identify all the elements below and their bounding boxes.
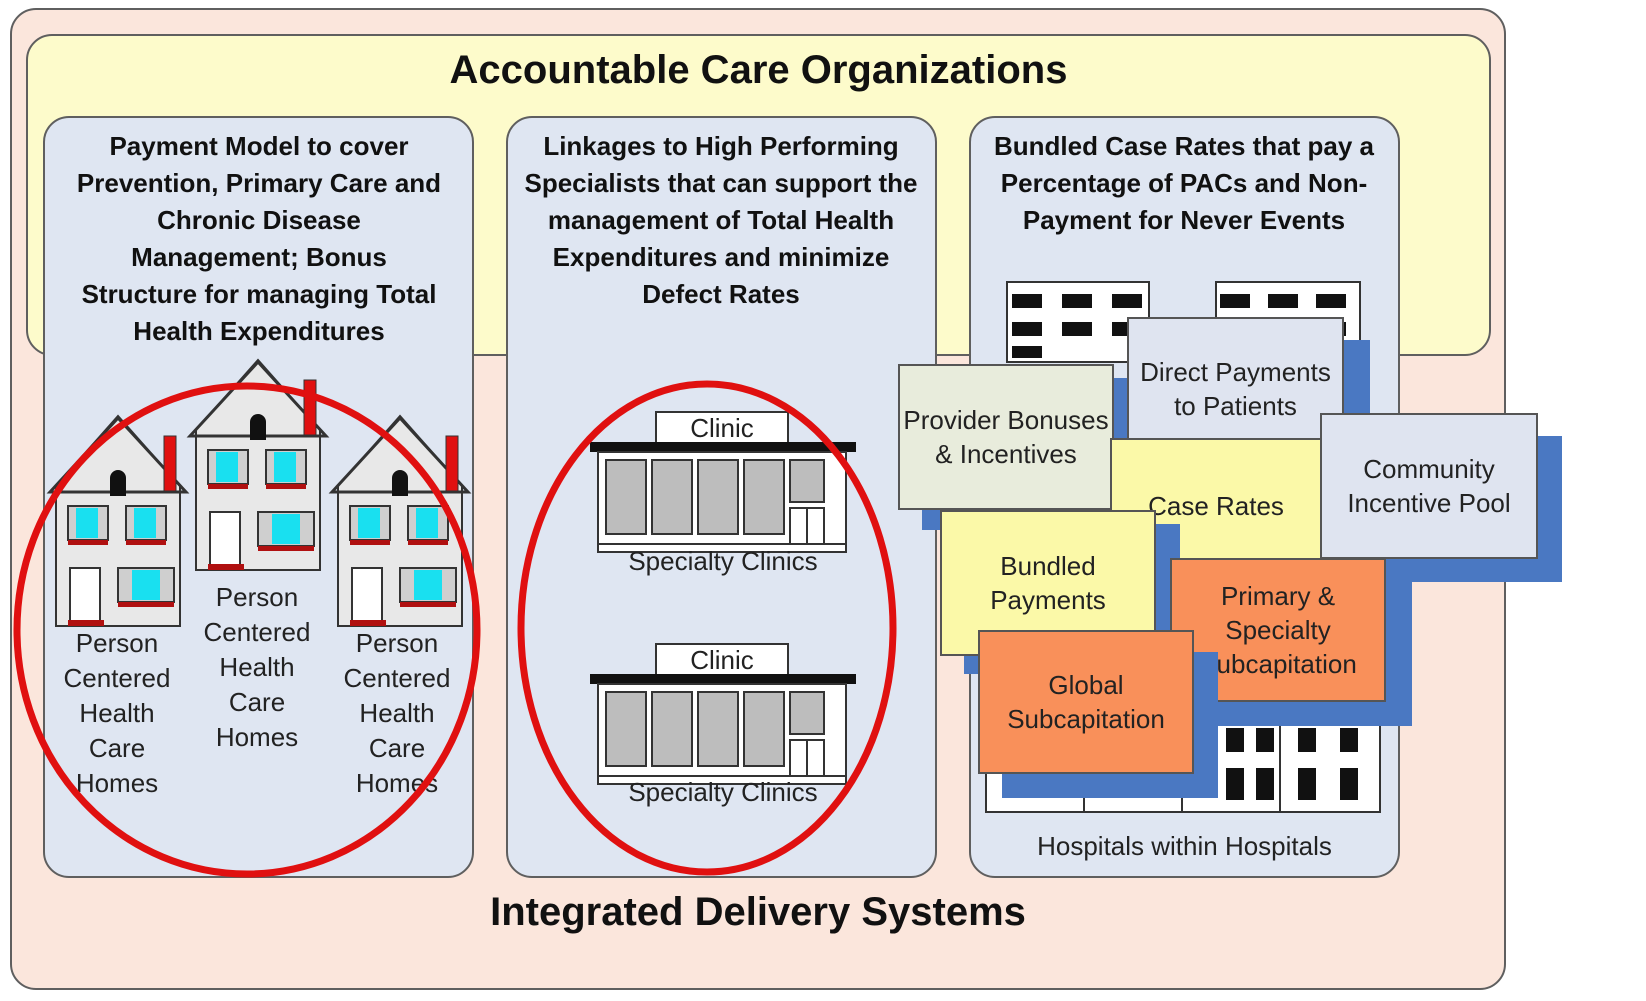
hospitals-within-hospitals-label: Hospitals within Hospitals bbox=[1037, 831, 1332, 861]
provider-bonuses-card: Provider Bonuses & Incentives bbox=[898, 364, 1114, 510]
specialty-clinics-label-bottom: Specialty Clinics bbox=[628, 777, 818, 807]
panel-title-payment-model: Payment Model to cover Prevention, Prima… bbox=[76, 131, 442, 346]
house-icon-right bbox=[330, 414, 470, 628]
clinic-sign-bottom: Clinic bbox=[690, 645, 754, 675]
panel-title-linkages: Linkages to High Performing Specialists … bbox=[524, 131, 918, 309]
panel-title-bundled-case-rates: Bundled Case Rates that pay a Percentage… bbox=[994, 131, 1374, 235]
house-icon-left bbox=[48, 414, 188, 628]
global-subcapitation-card: Global Subcapitation bbox=[978, 630, 1194, 774]
community-incentive-pool-card: Community Incentive Pool bbox=[1320, 413, 1538, 559]
ids-title: Integrated Delivery Systems bbox=[490, 890, 1026, 934]
health-care-home-label-left: Person Centered Health Care Homes bbox=[63, 628, 171, 798]
clinic-sign-top: Clinic bbox=[690, 413, 754, 443]
health-care-home-label-center: Person Centered Health Care Homes bbox=[203, 582, 311, 752]
aco-title: Accountable Care Organizations bbox=[449, 48, 1068, 92]
direct-payments-card: Direct Payments to Patients bbox=[1127, 317, 1344, 461]
house-icon-center bbox=[188, 358, 328, 572]
health-care-home-label-right: Person Centered Health Care Homes bbox=[343, 628, 451, 798]
specialty-clinics-label-top: Specialty Clinics bbox=[628, 546, 818, 576]
